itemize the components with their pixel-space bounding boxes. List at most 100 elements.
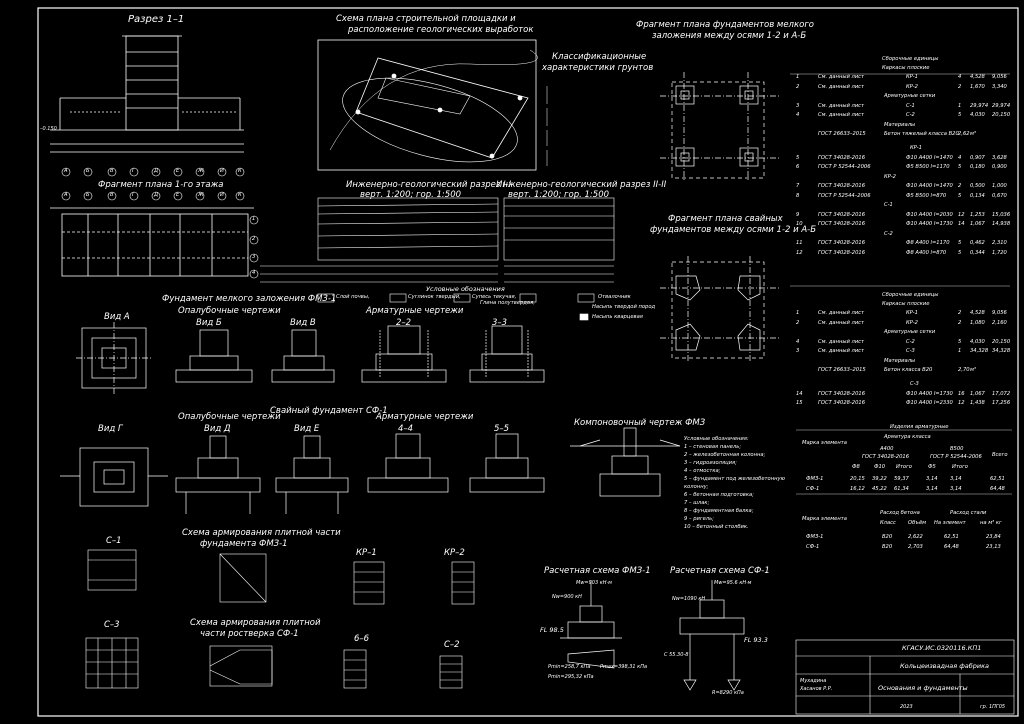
spec-cell: 3,628: [992, 154, 1007, 161]
spec-cell: С-2: [906, 112, 915, 118]
spec-cell: 20,150: [992, 338, 1011, 345]
rebar-cell: 3,14: [926, 486, 938, 492]
rebar-col: Итого: [896, 464, 912, 470]
concrete-cell: B20: [882, 544, 893, 550]
spec-cell: ГОСТ 34028-2016: [818, 240, 865, 246]
legend-item: 6 – бетонная подготовка;: [684, 492, 754, 498]
rebar-row-name: СФ-1: [806, 486, 820, 492]
spec-cell: 2,160: [992, 319, 1007, 326]
spec-cell: 9: [796, 211, 800, 218]
spec-cell: Материалы: [884, 357, 916, 364]
spec-cell: 0,500: [970, 183, 985, 189]
rebar-header: A400: [880, 446, 894, 452]
section-4-4-drawing: [367, 433, 449, 493]
section-1-1-drawing: [50, 35, 245, 177]
rebar-cell: 64,48: [990, 486, 1005, 492]
rebar-cell: 16,12: [850, 486, 865, 492]
spec-cell: Ф10 A400 l=1730: [906, 390, 953, 397]
fl-933-label: FL 93.3: [744, 636, 768, 644]
title-calc-fmz: Расчетная схема ФМЗ-1: [544, 566, 651, 576]
concrete-cell: 23,84: [986, 534, 1001, 540]
r-label: R=8290 кПа: [712, 690, 744, 696]
spec-cell: С-2: [884, 230, 893, 237]
concrete-row-name: СФ-1: [806, 544, 820, 550]
spec-cell: 14: [958, 221, 965, 227]
s66-drawing: [343, 649, 367, 689]
calc-nw2-label: Nw=1090 кН: [672, 596, 706, 602]
spec-cell: КР-2: [906, 83, 918, 90]
spec-cell: См. данный лист: [818, 310, 865, 316]
spec-cell: 2: [958, 83, 962, 90]
title-rein-sf-1: Схема армирования плитной: [190, 618, 321, 628]
spec-cell: 3: [796, 348, 800, 354]
spec-cell: 15,036: [992, 211, 1011, 218]
axis-label: Ж: [198, 168, 204, 174]
spec-cell: ГОСТ 34028-2016: [818, 154, 865, 161]
axis-label: Г: [132, 168, 135, 174]
axis-label: В: [110, 192, 114, 198]
concrete-cell: 2,622: [908, 534, 923, 540]
spec-cell: Бетон класса B20: [884, 367, 933, 373]
spec-subgroup: Каркасы плоские: [882, 65, 930, 71]
spec-cell: 29,974: [992, 102, 1011, 109]
rebar-header: B500: [950, 446, 964, 452]
spec-cell: Ф10 A400 l=1470: [906, 154, 953, 161]
spec-cell: 12: [958, 400, 965, 406]
layout-fmz-drawing: [570, 427, 681, 497]
title-geo-1-scale: верт. 1:200; гор. 1:500: [360, 190, 462, 200]
spec-cell: 2: [958, 319, 962, 326]
concrete-cell: 64,48: [944, 544, 959, 550]
concrete-header: на м³ кг: [980, 520, 1002, 526]
spec-cell: См. данный лист: [818, 319, 865, 326]
concrete-cell: 62,51: [944, 534, 959, 540]
title-floor-plan: Фрагмент плана 1-го этажа: [98, 180, 224, 190]
floor-plan-drawing: [50, 191, 259, 279]
spec-cell: 0,900: [992, 164, 1007, 170]
spec-cell: 17,256: [992, 400, 1011, 406]
title-geo-2: Инженерно-геологический разрез II-II: [496, 180, 667, 190]
rebar-header: ГОСТ Р 52544-2006: [930, 454, 982, 460]
axis-label: К: [238, 192, 242, 198]
spec-subgroup: С-3: [910, 380, 919, 387]
spec-subgroup: КР-1: [910, 144, 922, 151]
spec-cell: С-1: [884, 202, 893, 208]
concrete-header: Расход стали: [950, 510, 987, 516]
concrete-cell: 23,13: [986, 544, 1001, 550]
spec-cell: 14,938: [992, 221, 1011, 227]
spec-cell: Ф10 A400 l=1730: [906, 221, 953, 227]
axis-label: А: [64, 168, 68, 174]
rebar-cell: 39,22: [872, 476, 887, 482]
spec-cell: 7: [796, 183, 800, 189]
spec-cell: 4: [796, 112, 800, 118]
rebar-col: Итого: [952, 464, 968, 470]
spec-cell: ГОСТ Р 52544–2006: [818, 164, 871, 170]
spec-cell: С-2: [906, 338, 915, 345]
spec-cell: ГОСТ 26633–2015: [818, 131, 866, 137]
spec-cell: Арматурные сетки: [884, 93, 936, 99]
view-d-drawing: [175, 435, 261, 514]
spec-cell: 2: [958, 310, 962, 316]
spec-cell: 3: [796, 102, 800, 109]
spec-cell: 1,670: [970, 83, 985, 90]
legend-item: 1 – стеновая панель;: [684, 444, 742, 450]
stamp-checker: Хасанов Р.Р.: [800, 686, 833, 692]
spec-cell: См. данный лист: [818, 74, 865, 80]
title-s66: 6–6: [354, 634, 370, 644]
kr1-drawing: [353, 561, 385, 605]
title-pile-foundation: Свайный фундамент СФ-1: [270, 406, 388, 416]
rebar-cell: 59,37: [894, 476, 909, 482]
axis-label: Б: [86, 192, 90, 198]
pmin2-label: Pmin=258,7 кПа: [548, 664, 591, 670]
title-foundation-plan-1: Фрагмент плана фундаментов мелкого: [636, 20, 814, 30]
spec-cell: 4: [796, 338, 800, 345]
spec-cell: 0,344: [970, 249, 985, 256]
spec-cell: 4: [958, 154, 962, 161]
section-2-2-drawing: [361, 325, 447, 383]
rebar-header: Арматура класса: [884, 434, 931, 440]
spec-cell: 4,030: [970, 112, 985, 118]
spec-cell: Бетон тяжелый класса B20: [884, 131, 959, 137]
spec-cell: ГОСТ 26633–2015: [818, 367, 866, 373]
spec-cell: 5: [958, 249, 962, 256]
pmin-label: Pmin=295,32 кПа: [548, 674, 594, 680]
rebar-col: Ф5: [928, 464, 936, 470]
